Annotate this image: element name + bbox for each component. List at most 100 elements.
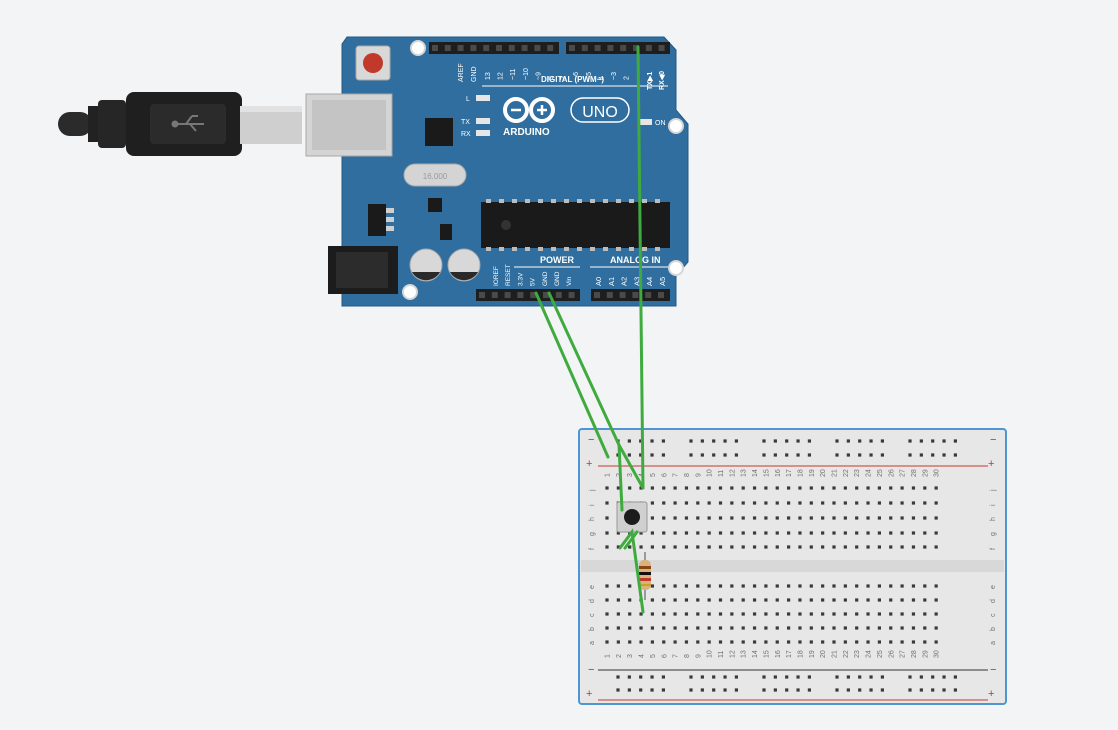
- breadboard-hole[interactable]: [953, 688, 957, 692]
- breadboard-hole[interactable]: [869, 439, 873, 443]
- breadboard-hole[interactable]: [673, 486, 677, 490]
- header-pin[interactable]: [521, 45, 528, 51]
- breadboard-hole[interactable]: [807, 439, 811, 443]
- breadboard-hole[interactable]: [889, 531, 893, 535]
- breadboard-hole[interactable]: [798, 626, 802, 630]
- breadboard-hole[interactable]: [919, 439, 923, 443]
- breadboard-hole[interactable]: [821, 626, 825, 630]
- breadboard-hole[interactable]: [718, 584, 723, 588]
- breadboard-hole[interactable]: [764, 612, 768, 616]
- breadboard-hole[interactable]: [866, 612, 870, 616]
- breadboard-hole[interactable]: [923, 584, 927, 588]
- breadboard-hole[interactable]: [730, 531, 734, 535]
- breadboard-hole[interactable]: [673, 545, 677, 549]
- breadboard-hole[interactable]: [730, 584, 734, 588]
- breadboard-hole[interactable]: [911, 531, 916, 535]
- breadboard-hole[interactable]: [809, 598, 813, 602]
- breadboard-hole[interactable]: [616, 675, 620, 679]
- breadboard-hole[interactable]: [662, 598, 666, 602]
- header-pin[interactable]: [594, 292, 600, 298]
- breadboard-hole[interactable]: [775, 626, 779, 630]
- header-pin[interactable]: [483, 45, 490, 51]
- header-pin[interactable]: [658, 292, 664, 298]
- breadboard-hole[interactable]: [942, 688, 946, 692]
- breadboard-hole[interactable]: [835, 453, 839, 457]
- breadboard-hole[interactable]: [858, 675, 862, 679]
- header-pin[interactable]: [658, 45, 665, 51]
- breadboard-hole[interactable]: [605, 486, 609, 490]
- breadboard-hole[interactable]: [730, 640, 734, 644]
- breadboard-hole[interactable]: [650, 612, 654, 616]
- breadboard-hole[interactable]: [712, 439, 716, 443]
- breadboard-hole[interactable]: [855, 626, 859, 630]
- header-pin[interactable]: [632, 292, 639, 298]
- breadboard-hole[interactable]: [911, 545, 916, 549]
- header-pin[interactable]: [508, 45, 515, 51]
- breadboard-hole[interactable]: [835, 675, 839, 679]
- header-pin[interactable]: [568, 292, 575, 298]
- breadboard-hole[interactable]: [866, 584, 870, 588]
- breadboard-hole[interactable]: [707, 486, 711, 490]
- breadboard-hole[interactable]: [764, 640, 768, 644]
- header-pin[interactable]: [569, 45, 575, 51]
- breadboard-hole[interactable]: [835, 688, 839, 692]
- breadboard-hole[interactable]: [934, 584, 938, 588]
- breadboard-hole[interactable]: [877, 612, 881, 616]
- breadboard-hole[interactable]: [723, 675, 727, 679]
- breadboard-hole[interactable]: [673, 612, 677, 616]
- breadboard-hole[interactable]: [773, 439, 777, 443]
- header-pin[interactable]: [491, 292, 498, 298]
- breadboard-hole[interactable]: [809, 501, 813, 505]
- breadboard-hole[interactable]: [684, 598, 689, 602]
- breadboard-hole[interactable]: [866, 486, 870, 490]
- breadboard-hole[interactable]: [900, 545, 904, 549]
- breadboard-hole[interactable]: [639, 640, 643, 644]
- breadboard-hole[interactable]: [911, 584, 916, 588]
- breadboard-hole[interactable]: [889, 545, 893, 549]
- breadboard-hole[interactable]: [787, 531, 791, 535]
- breadboard-hole[interactable]: [627, 453, 631, 457]
- breadboard-hole[interactable]: [662, 531, 666, 535]
- breadboard-hole[interactable]: [787, 612, 791, 616]
- breadboard-hole[interactable]: [934, 545, 938, 549]
- breadboard-hole[interactable]: [700, 439, 704, 443]
- breadboard-hole[interactable]: [650, 453, 654, 457]
- breadboard-hole[interactable]: [934, 626, 938, 630]
- breadboard-hole[interactable]: [616, 545, 620, 549]
- breadboard-hole[interactable]: [741, 584, 745, 588]
- breadboard-hole[interactable]: [684, 626, 689, 630]
- breadboard-hole[interactable]: [855, 640, 859, 644]
- breadboard-hole[interactable]: [752, 531, 757, 535]
- breadboard-hole[interactable]: [900, 584, 904, 588]
- header-pin[interactable]: [470, 45, 477, 51]
- breadboard-hole[interactable]: [798, 545, 802, 549]
- breadboard-hole[interactable]: [858, 688, 862, 692]
- breadboard-hole[interactable]: [934, 516, 938, 520]
- breadboard-hole[interactable]: [673, 516, 677, 520]
- breadboard-hole[interactable]: [798, 598, 802, 602]
- breadboard-hole[interactable]: [734, 439, 738, 443]
- breadboard-hole[interactable]: [605, 584, 609, 588]
- breadboard-hole[interactable]: [843, 612, 847, 616]
- breadboard-hole[interactable]: [628, 626, 632, 630]
- breadboard-hole[interactable]: [684, 612, 689, 616]
- breadboard-hole[interactable]: [889, 584, 893, 588]
- breadboard-hole[interactable]: [650, 531, 654, 535]
- breadboard-hole[interactable]: [821, 640, 825, 644]
- breadboard-hole[interactable]: [787, 584, 791, 588]
- breadboard-hole[interactable]: [718, 516, 723, 520]
- breadboard-hole[interactable]: [628, 640, 632, 644]
- breadboard-hole[interactable]: [787, 640, 791, 644]
- breadboard-hole[interactable]: [718, 531, 723, 535]
- breadboard-hole[interactable]: [764, 626, 768, 630]
- breadboard-hole[interactable]: [662, 486, 666, 490]
- breadboard-hole[interactable]: [798, 612, 802, 616]
- breadboard-hole[interactable]: [616, 688, 620, 692]
- breadboard-hole[interactable]: [718, 640, 723, 644]
- breadboard-hole[interactable]: [684, 545, 689, 549]
- breadboard-hole[interactable]: [869, 675, 873, 679]
- breadboard-hole[interactable]: [821, 584, 825, 588]
- breadboard-hole[interactable]: [730, 545, 734, 549]
